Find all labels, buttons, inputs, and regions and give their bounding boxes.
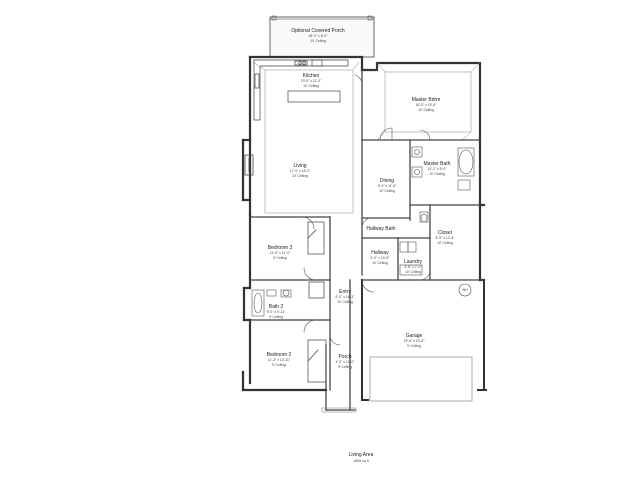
tray-ceiling — [376, 62, 481, 141]
water-heater-symbol — [458, 283, 472, 297]
bedroom2-ceiling: 9' Ceiling — [272, 363, 286, 367]
closet-name: Closet — [437, 230, 453, 236]
garage-ceiling: 9' Ceiling — [407, 344, 421, 348]
label-closet: Closet 8'-9" x 12'-8" 10' Ceiling — [436, 231, 455, 246]
interior-walls — [249, 69, 485, 411]
label-master-bedroom: Master Bdrm 16'-0" x 15'-8" 10' Ceiling — [412, 98, 441, 113]
label-rear-porch: Optional Covered Porch 18'-0" x 8'-0" 10… — [291, 29, 344, 44]
label-water-heater: WH — [462, 288, 468, 293]
living-area-value: 1865 sq ft — [353, 459, 369, 463]
label-bath2: Bath 2 9'-0" x 5'-11" 9' Ceiling — [267, 305, 286, 320]
kitchen-counters — [253, 59, 349, 121]
hallway-bath-name: Hallway Bath — [366, 226, 396, 232]
garage-name: Garage — [405, 333, 423, 339]
laundry-name: Laundry — [403, 259, 423, 265]
bath2-dims: 9'-0" x 5'-11" — [266, 310, 286, 314]
living-name: Living — [293, 163, 307, 169]
label-kitchen: Kitchen 19'-0" x 11'-0" 10' Ceiling — [301, 74, 322, 89]
dining-ceiling: 10' Ceiling — [379, 189, 395, 193]
door-swings — [301, 74, 431, 346]
label-hallway: Hallway 4'-0" x 10'-8" 10' Ceiling — [371, 251, 390, 266]
entry-name: Entry — [339, 289, 351, 295]
dining-name: Dining — [379, 178, 395, 184]
kitchen-name: Kitchen — [302, 73, 320, 79]
label-bedroom2: Bedroom 2 11'-3" x 12'-11" 9' Ceiling — [267, 353, 291, 368]
bedroom2-dims: 11'-3" x 12'-11" — [267, 358, 291, 362]
laundry-ceiling: 10' Ceiling — [405, 270, 421, 274]
kitchen-dims: 19'-0" x 11'-0" — [300, 79, 322, 83]
label-bedroom3: Bedroom 3 11'-0" x 11'-0" 9' Ceiling — [268, 246, 292, 261]
living-tray — [252, 61, 360, 214]
closet-ceiling: 10' Ceiling — [437, 241, 453, 245]
label-garage: Garage 19'-6" x 19'-8" 9' Ceiling — [404, 334, 425, 349]
garage-dims: 19'-6" x 19'-8" — [403, 339, 425, 343]
hallway-ceiling: 10' Ceiling — [372, 261, 388, 265]
master-bedroom-name: Master Bdrm — [411, 97, 441, 103]
bath2-ceiling: 9' Ceiling — [269, 315, 283, 319]
front-porch — [321, 407, 357, 413]
master-bedroom-dims: 16'-0" x 15'-8" — [415, 103, 437, 107]
living-dims: 17'-0" x 18'-0" — [289, 169, 311, 173]
living-ceiling: 10' Ceiling — [292, 174, 308, 178]
label-hallway-bath: Hallway Bath — [366, 227, 395, 232]
label-entry: Entry 6'-0" x 16'-3" 10' Ceiling — [336, 290, 355, 305]
laundry-dims: 8'-8" x 7'-0" — [404, 265, 422, 269]
bedroom3-dims: 11'-0" x 11'-0" — [269, 251, 291, 255]
hallway-dims: 4'-0" x 10'-8" — [370, 256, 390, 260]
main-walls — [241, 55, 364, 392]
master-bath-ceiling: 10' Ceiling — [429, 172, 445, 176]
master-bath-dims: 13'-2" x 9'-0" — [427, 167, 447, 171]
living-area-caption: Living Area 1865 sq ft — [349, 452, 374, 464]
rear-porch-dims: 18'-0" x 8'-0" — [308, 34, 328, 38]
garage-walls — [361, 279, 487, 401]
bedroom3-name: Bedroom 3 — [267, 245, 293, 251]
front-porch-name: Porch — [338, 354, 352, 360]
closet-dims: 8'-9" x 12'-8" — [435, 236, 455, 240]
rear-porch-ceiling: 10' Ceiling — [310, 39, 326, 43]
label-dining: Dining 9'-4" x 11'-6" 10' Ceiling — [378, 179, 397, 194]
bedroom2-name: Bedroom 2 — [266, 352, 292, 358]
master-bedroom-ceiling: 10' Ceiling — [418, 108, 434, 112]
bath-fixtures — [251, 146, 475, 317]
hallway-name: Hallway — [371, 250, 389, 256]
bath2-name: Bath 2 — [268, 304, 284, 310]
front-porch-ceiling: 9' Ceiling — [338, 365, 352, 369]
master-bath-name: Master Bath — [423, 161, 451, 167]
dining-dims: 9'-4" x 11'-6" — [377, 184, 397, 188]
label-living: Living 17'-0" x 18'-0" 10' Ceiling — [290, 164, 311, 179]
water-heater-text: WH — [462, 288, 468, 292]
fireplace — [244, 154, 254, 176]
rear-porch-name: Optional Covered Porch — [291, 28, 345, 34]
living-area-title: Living Area — [348, 452, 374, 458]
bedroom3-ceiling: 9' Ceiling — [273, 256, 287, 260]
label-front-porch: Porch 4'-0" x 12'-0" 9' Ceiling — [336, 355, 355, 370]
label-laundry: Laundry 8'-8" x 7'-0" 10' Ceiling — [404, 260, 422, 275]
label-master-bath: Master Bath 13'-2" x 9'-0" 10' Ceiling — [424, 162, 451, 177]
garage-door — [369, 356, 473, 402]
rear-porch-outline — [269, 15, 375, 58]
entry-dims: 6'-0" x 16'-3" — [335, 295, 355, 299]
entry-ceiling: 10' Ceiling — [337, 300, 353, 304]
front-porch-dims: 4'-0" x 12'-0" — [335, 360, 355, 364]
kitchen-ceiling: 10' Ceiling — [303, 84, 319, 88]
closets — [307, 221, 327, 383]
